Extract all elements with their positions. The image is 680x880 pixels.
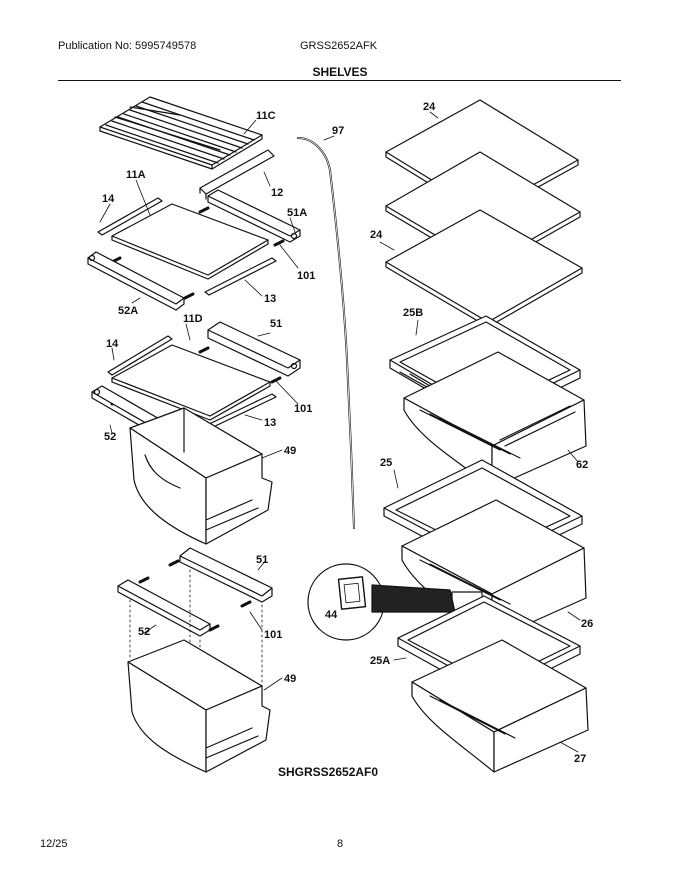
bracket-52a (87, 251, 185, 311)
drawer-62 (403, 351, 587, 489)
glass-shelf-11d (111, 344, 271, 421)
callout-14-lower: 14 (106, 338, 119, 350)
detail-circle-44 (307, 563, 456, 641)
bracket-51a (207, 189, 301, 243)
trim-13a (204, 257, 277, 296)
header-rule (58, 80, 621, 81)
callout-11a: 11A (126, 169, 146, 181)
callout-62: 62 (576, 459, 588, 471)
callout-25: 25 (380, 457, 392, 469)
callout-49-lower: 49 (284, 673, 296, 685)
callout-51-upper: 51 (270, 318, 282, 330)
callout-24-top: 24 (423, 101, 436, 113)
callout-25a: 25A (370, 655, 390, 667)
drawer-27 (411, 639, 589, 773)
callout-101-middle: 101 (294, 403, 312, 415)
publication-number: Publication No: 5995749578 (58, 40, 197, 52)
bracket-52-lower (117, 579, 211, 637)
callout-97: 97 (332, 125, 344, 137)
callout-44: 44 (325, 609, 338, 621)
page-number: 8 (337, 838, 344, 850)
callout-26: 26 (581, 618, 593, 630)
trim-14b (107, 335, 173, 376)
glass-shelf-11a (111, 203, 269, 280)
callout-11d: 11D (183, 313, 203, 325)
footer-date: 12/25 (40, 838, 68, 850)
bin-49b (127, 639, 271, 773)
callout-14-upper: 14 (102, 193, 115, 205)
callout-13-upper: 13 (264, 293, 276, 305)
callout-101-lower: 101 (264, 629, 282, 641)
callout-51-lower: 51 (256, 554, 268, 566)
trim-14a (97, 197, 163, 236)
callout-24-middle: 24 (370, 229, 383, 241)
rail-12 (199, 149, 275, 200)
bracket-51-lower (179, 547, 273, 603)
callout-52a: 52A (118, 305, 138, 317)
model-number: GRSS2652AFK (300, 40, 378, 52)
callout-49-upper: 49 (284, 445, 296, 457)
callout-51a: 51A (287, 207, 307, 219)
drawing-code: SHGRSS2652AF0 (278, 765, 378, 779)
wire-shelf-11c (99, 96, 263, 170)
bin-49a (129, 407, 273, 545)
callout-11c: 11C (256, 110, 276, 122)
section-title: SHELVES (312, 65, 368, 79)
callout-25b: 25B (403, 307, 423, 319)
callout-27: 27 (574, 753, 586, 765)
callout-52-upper: 52 (104, 431, 116, 443)
callout-52-lower: 52 (138, 626, 150, 638)
bracket-51 (207, 321, 301, 377)
callout-12: 12 (271, 187, 283, 199)
callout-13-lower: 13 (264, 417, 276, 429)
callout-101-upper: 101 (297, 270, 315, 282)
